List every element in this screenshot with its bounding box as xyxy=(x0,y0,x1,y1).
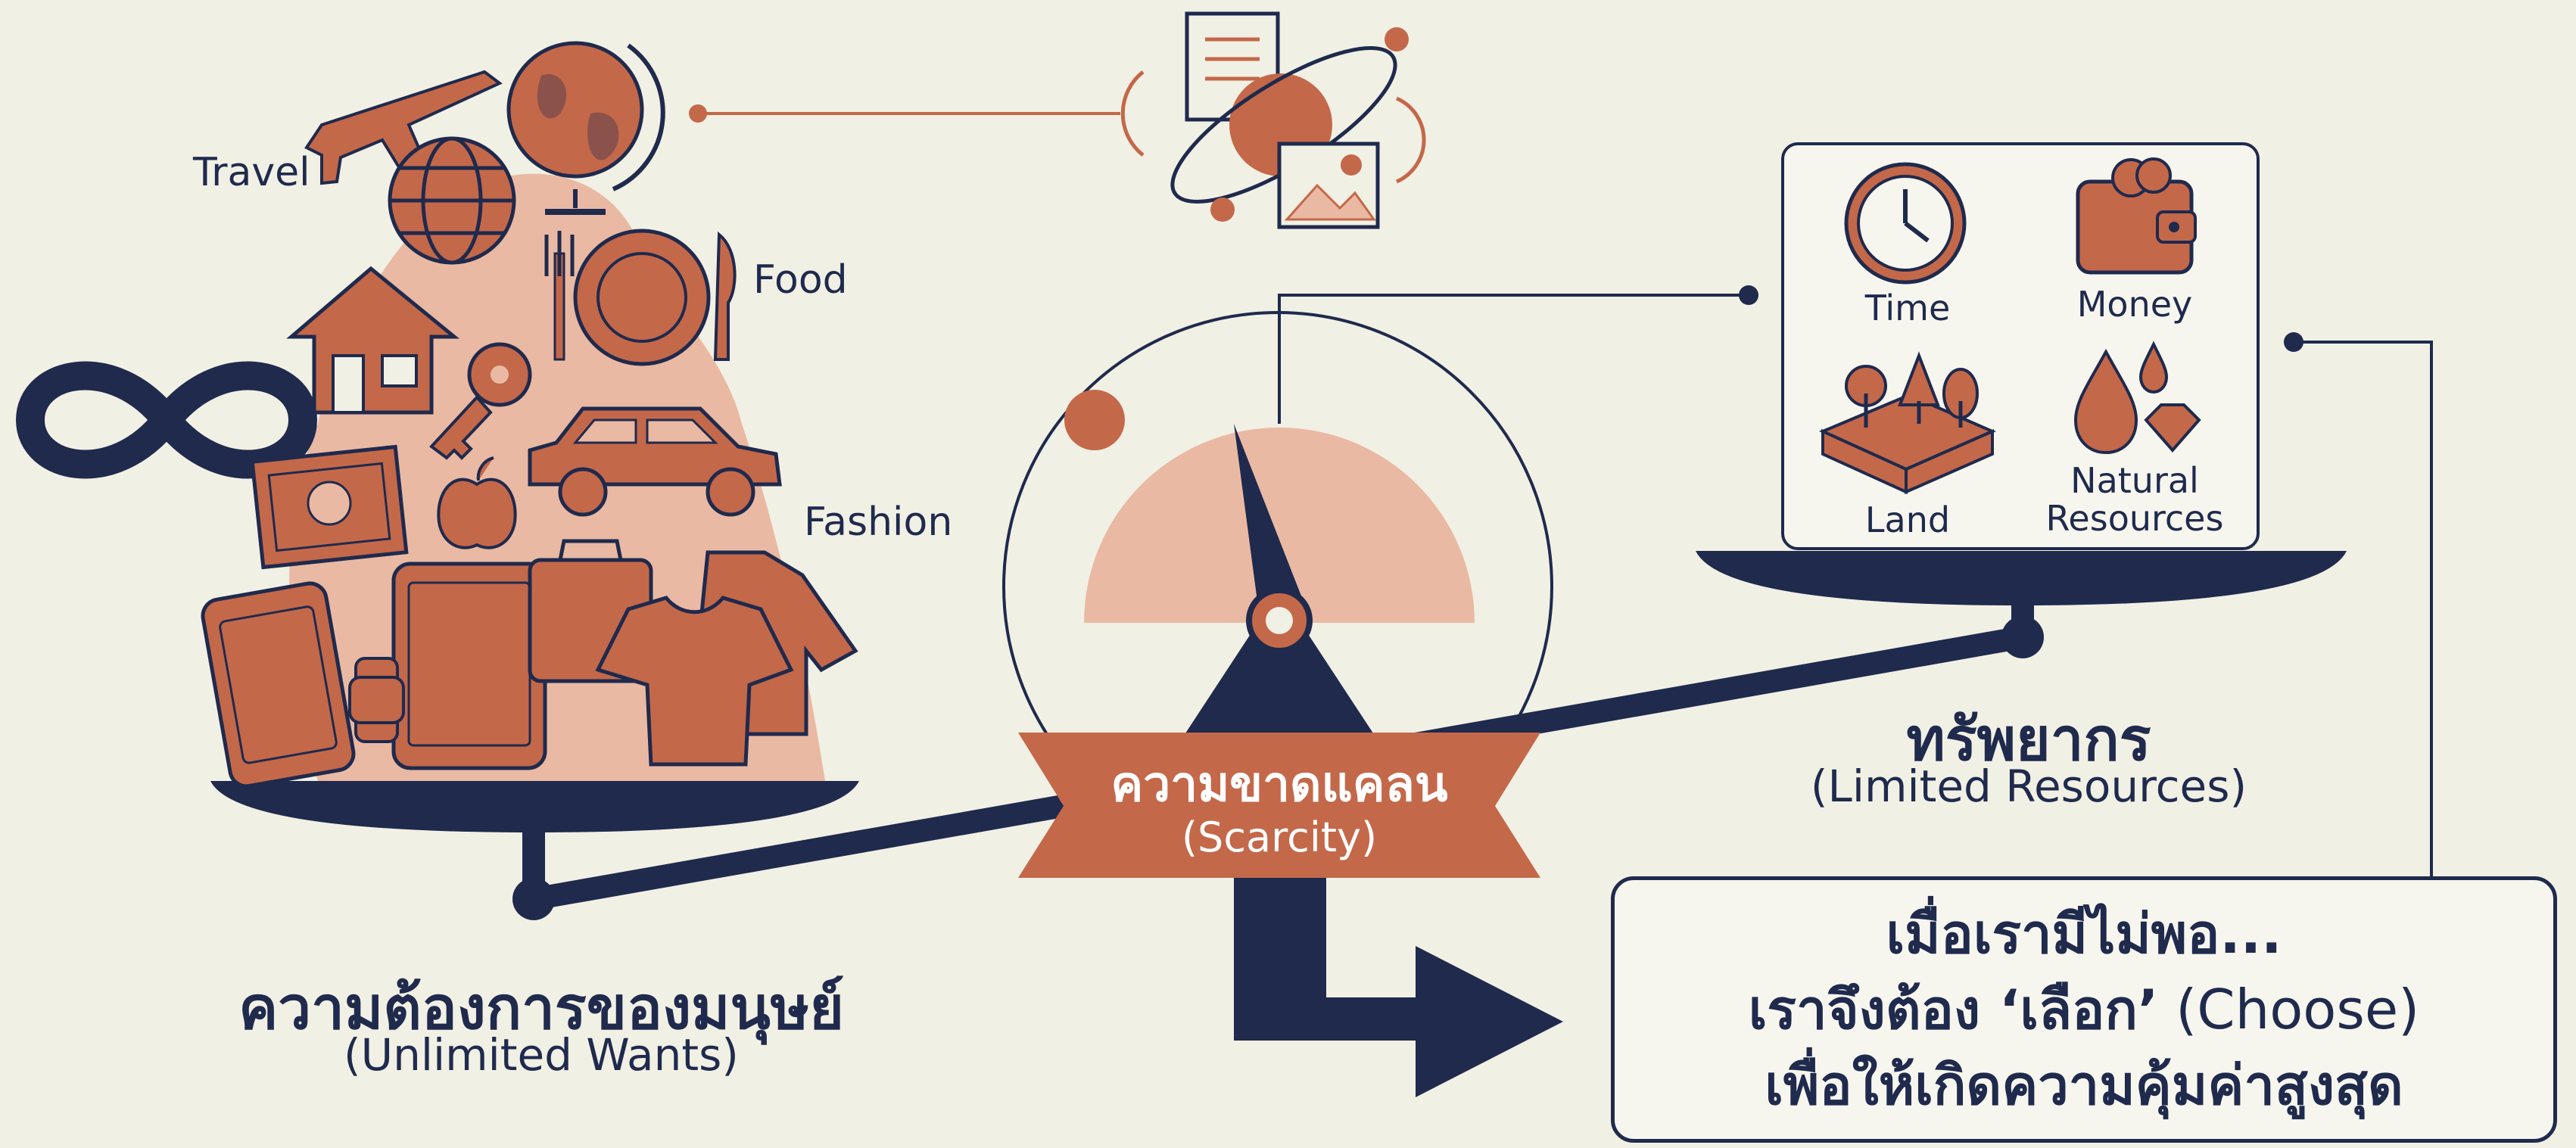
choose-arrow xyxy=(1234,878,1563,1097)
connector-dot xyxy=(2284,332,2303,352)
clock-icon xyxy=(1844,162,1967,285)
choice-line-2-thai: เราจึงต้อง ‘เลือก’ xyxy=(1748,978,2159,1041)
tablet-icon xyxy=(391,562,547,770)
infinity-icon xyxy=(15,361,318,479)
tshirt-icon xyxy=(595,596,794,767)
resources-pan xyxy=(1696,551,2347,605)
watch-icon xyxy=(348,657,405,743)
wallet-icon xyxy=(2076,157,2197,275)
car-icon xyxy=(528,406,782,517)
resources-subtitle: (Limited Resources) xyxy=(1810,761,2247,812)
choice-box: เมื่อเรามีไม่พอ... เราจึงต้อง ‘เลือก’ (C… xyxy=(1611,876,2557,1143)
money-label: Money xyxy=(2076,284,2193,325)
choice-line-1: เมื่อเรามีไม่พอ... xyxy=(1886,902,2282,966)
wants-title: ความต้องการของมนุษย์ xyxy=(238,975,844,1043)
travel-label: Travel xyxy=(193,150,310,195)
land-label: Land xyxy=(1864,499,1951,540)
choice-line-2-english: (Choose) xyxy=(2158,978,2420,1041)
scarcity-label: ความขาดแคลน xyxy=(1110,757,1448,813)
scarcity-gauge xyxy=(1002,311,1553,862)
water-gem-icon xyxy=(2073,341,2201,455)
money-icon xyxy=(250,444,409,570)
airplane-icon xyxy=(304,70,503,195)
wants-pan xyxy=(210,781,859,832)
resources-title: ทรัพยากร xyxy=(1906,706,2151,774)
natural-resources-label: Natural Resources xyxy=(2045,460,2224,539)
globe-icon xyxy=(506,41,665,215)
time-label: Time xyxy=(1864,288,1951,328)
world-icon xyxy=(388,136,516,265)
food-label: Food xyxy=(753,257,848,303)
fork-knife-plate-icon xyxy=(544,229,737,366)
apple-icon xyxy=(437,456,517,549)
smartphone-icon xyxy=(201,581,356,789)
scarcity-sublabel: (Scarcity) xyxy=(1181,814,1378,861)
connector-dot xyxy=(1739,285,1758,305)
key-icon xyxy=(429,342,532,460)
choice-line-2: เราจึงต้อง ‘เลือก’ (Choose) xyxy=(1749,972,2419,1047)
fashion-label: Fashion xyxy=(804,499,953,545)
scarcity-ribbon xyxy=(1018,733,1540,878)
choice-line-3: เพื่อให้เกิดความคุ้มค่าสูงสุด xyxy=(1765,1053,2403,1117)
land-trees-icon xyxy=(1819,351,1996,495)
wants-subtitle: (Unlimited Wants) xyxy=(344,1029,739,1081)
house-icon xyxy=(286,266,460,415)
connector-lines xyxy=(1278,294,2433,876)
knowledge-orbit-icon xyxy=(689,11,1426,229)
